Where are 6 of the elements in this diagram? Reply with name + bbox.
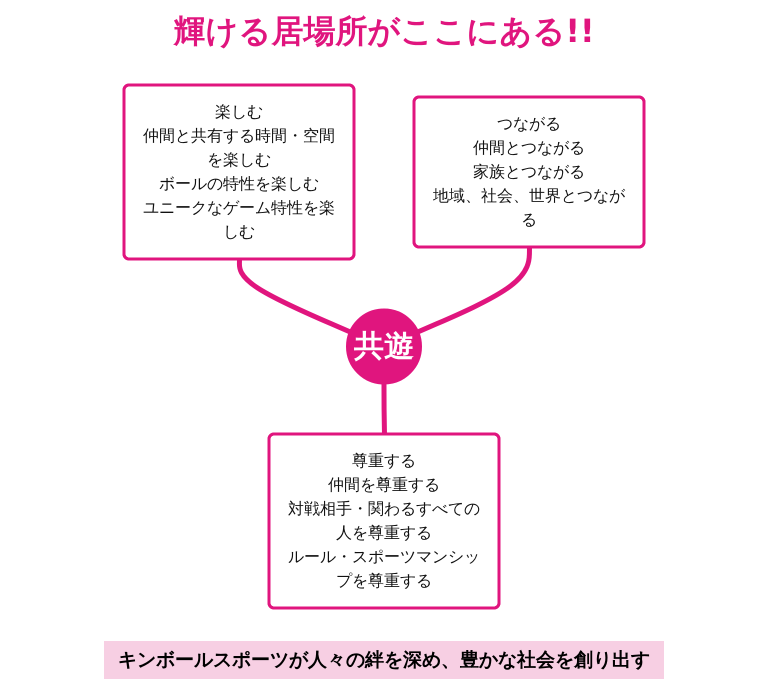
title: 輝ける居場所がここにある!! [173, 11, 595, 52]
connector [382, 384, 387, 435]
caption: キンボールスポーツが人々の絆を深め、豊かな社会を創り出す [104, 641, 664, 679]
connector [236, 259, 351, 334]
node-circle: 共遊 [346, 308, 422, 384]
connector [417, 247, 532, 334]
